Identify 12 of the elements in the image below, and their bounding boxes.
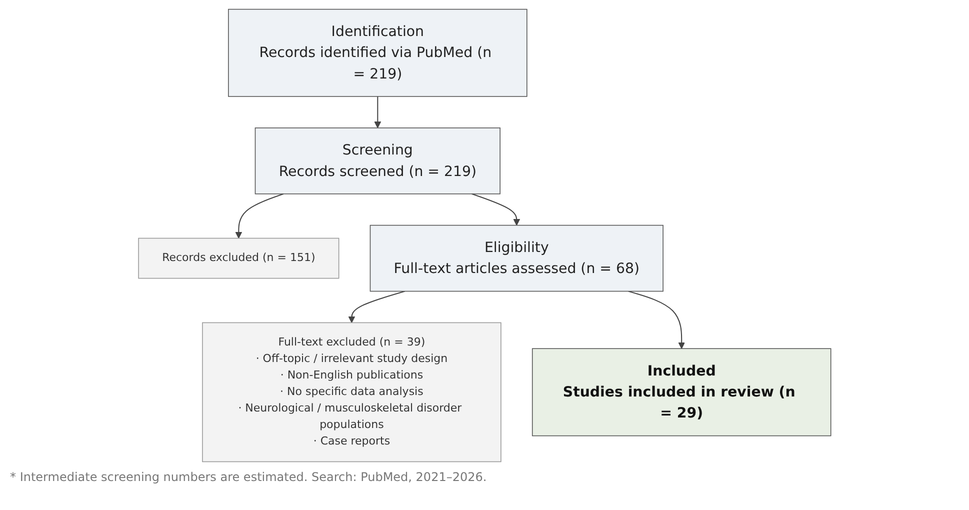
arrow	[348, 290, 405, 322]
node-box: Included Studies included in review (n = 29)	[532, 348, 832, 436]
caption: * Intermediate screening numbers are estimated. Search: PubMed, 2021–2026.	[10, 470, 488, 484]
node-box: Screening Records screened (n = 219)	[254, 127, 500, 194]
node-box: Full-text excluded (n = 39) · Off-topic / irrelevant study design · Non-English publications · No specific data analysis · Neurological / musculoskeletal disorder populations · Case reports	[202, 322, 502, 462]
arrow	[628, 290, 685, 348]
node-box: Records excluded (n = 151)	[138, 237, 340, 278]
node-box: Eligibility Full-text articles assessed (n = 68)	[370, 224, 664, 292]
node-box: Identification Records identified via PubMed (n = 219)	[228, 8, 528, 96]
arrow	[235, 192, 284, 238]
arrow	[374, 96, 381, 128]
arrow	[471, 192, 520, 226]
